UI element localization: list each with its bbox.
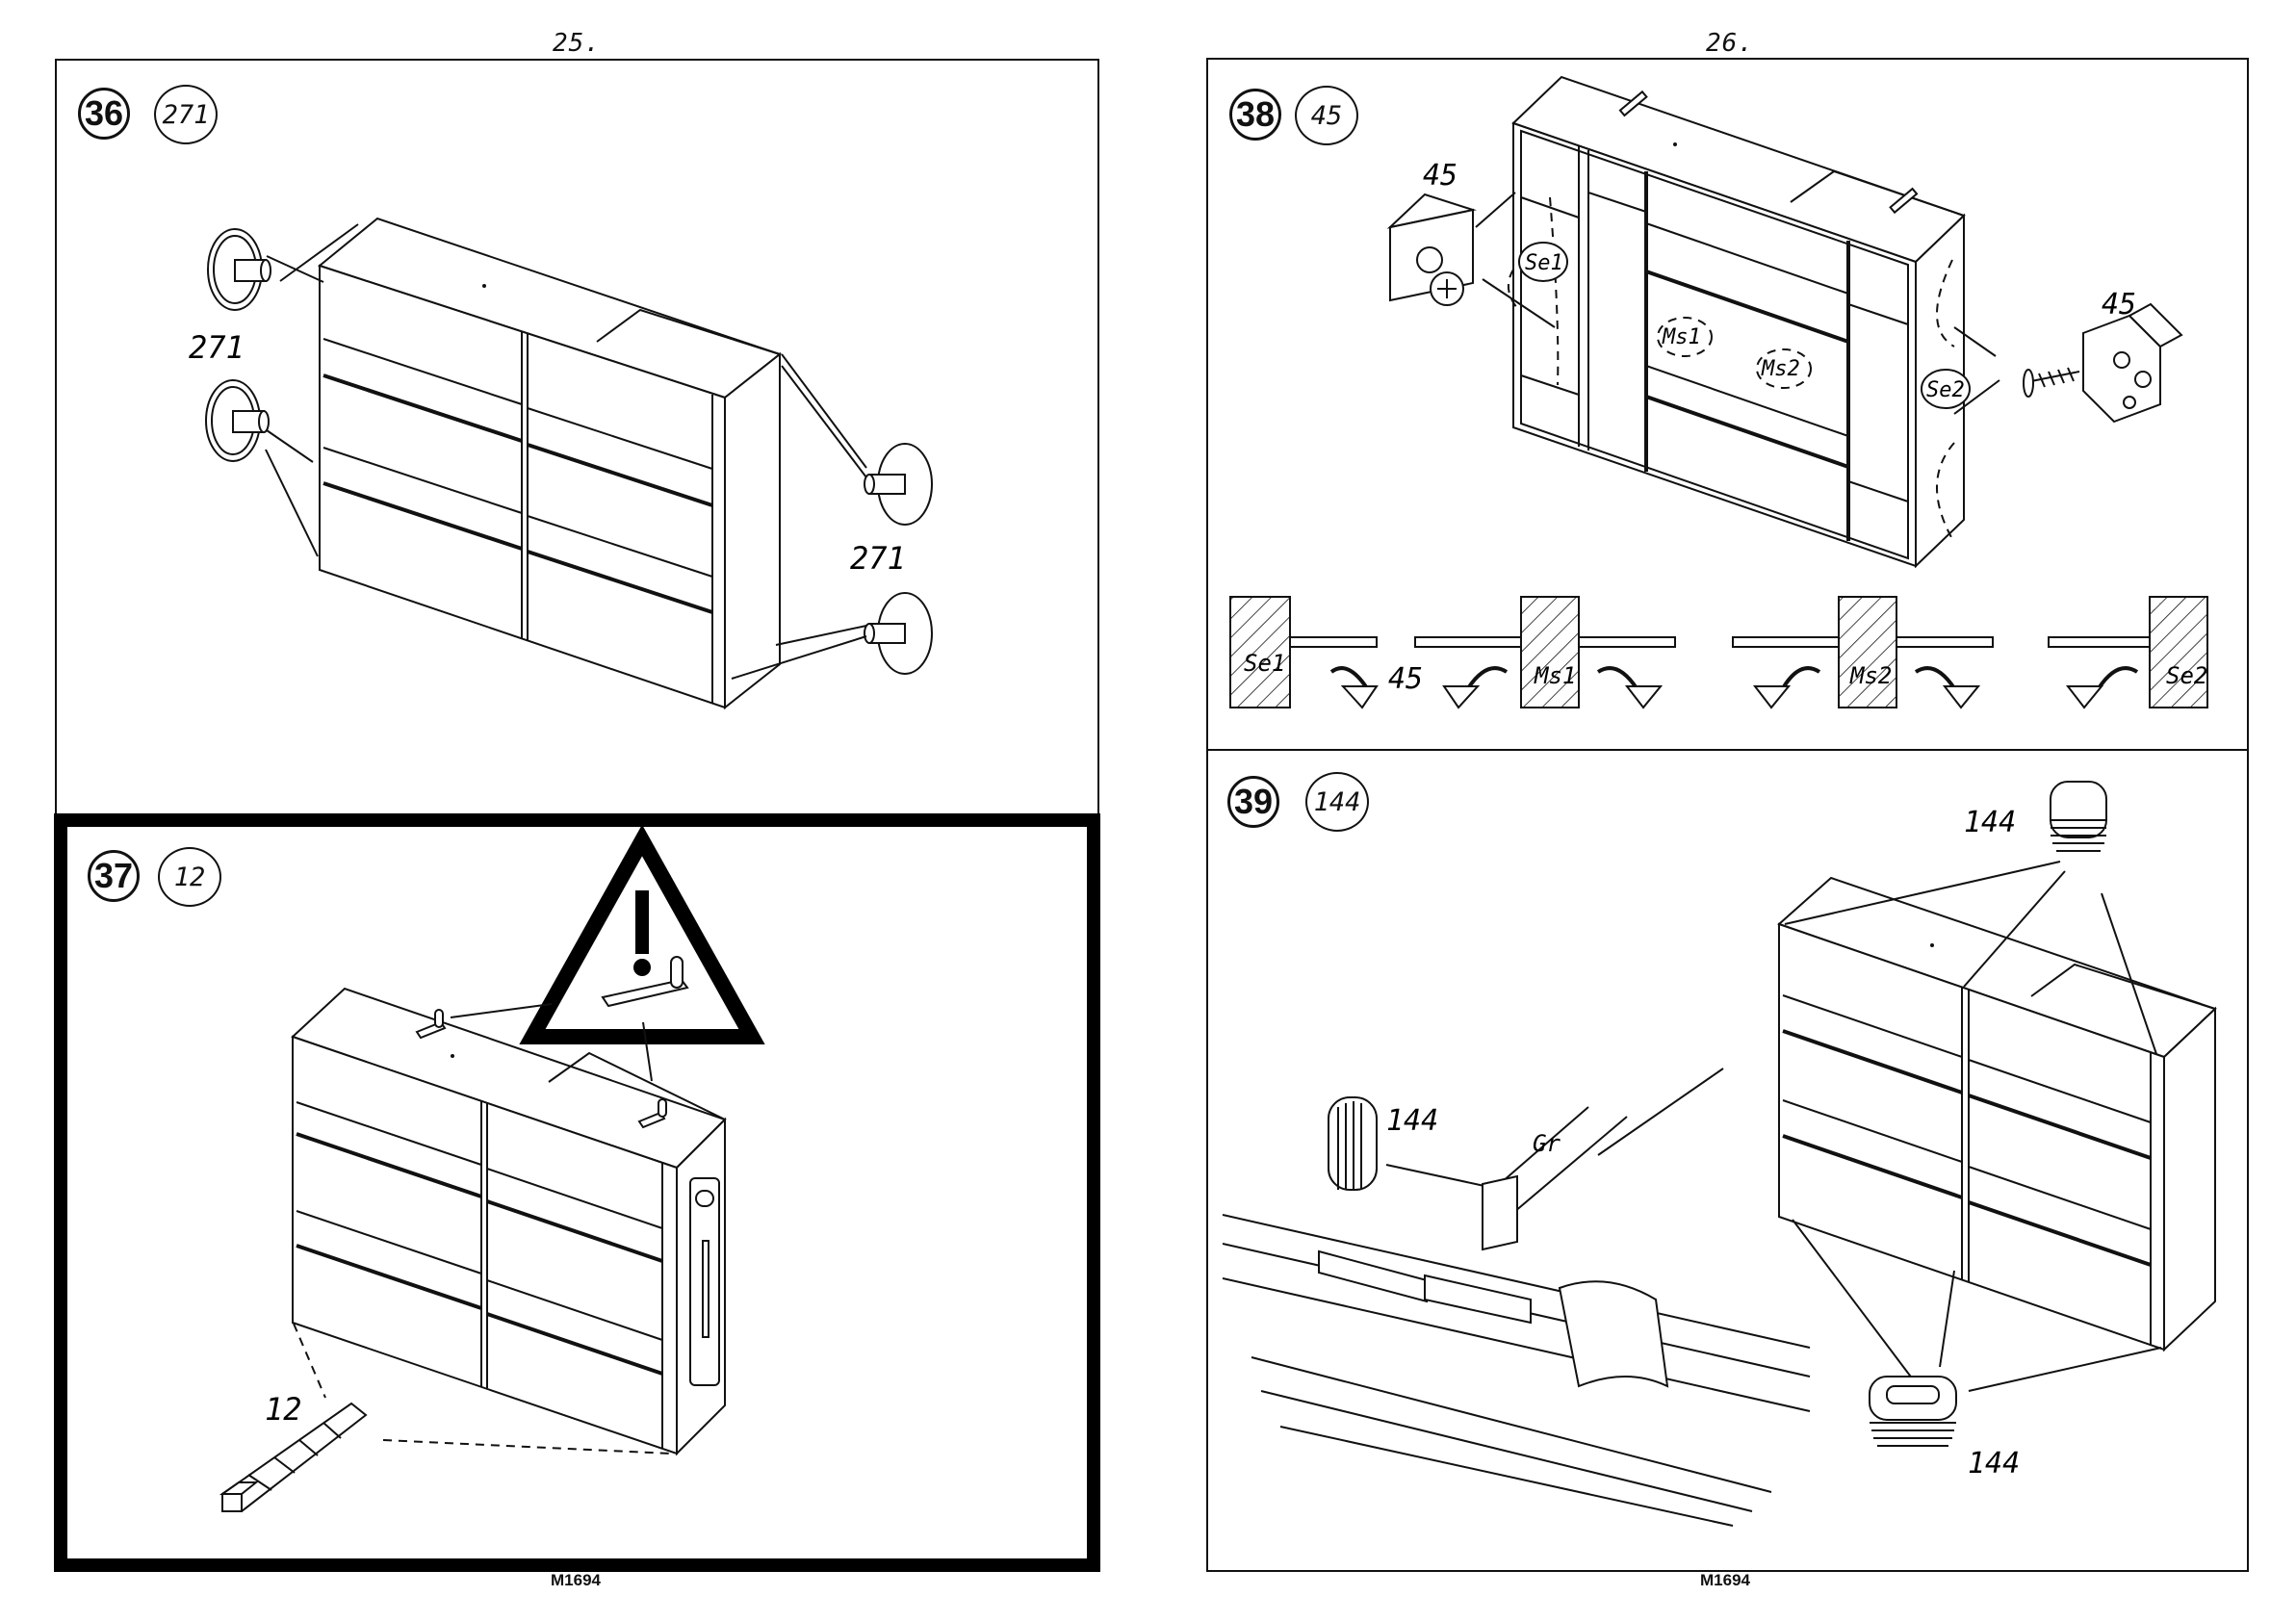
callout-label: 271 [189, 329, 245, 366]
callout-label: 45 [1423, 159, 1458, 193]
callout-label: 45 [1388, 662, 1423, 696]
rail-label: Gr [1533, 1130, 1561, 1157]
detail-label: Se1 [1244, 650, 1285, 677]
callout-label: 271 [850, 540, 906, 577]
step-36-wardrobe [320, 219, 780, 708]
rail-label: Ms2 [1761, 357, 1800, 381]
rail-cross-section-details [1230, 597, 2207, 708]
footer-code-left: M1694 [551, 1571, 601, 1590]
callout-label: 12 [265, 1391, 302, 1428]
rail-label: Ms1 [1662, 325, 1701, 349]
step-38-wardrobe [1476, 77, 1999, 566]
rail-label: Se1 [1525, 251, 1563, 275]
footer-code-right: M1694 [1700, 1571, 1750, 1590]
callout-label: 144 [1964, 806, 2016, 839]
callout-label: 144 [1386, 1104, 1438, 1138]
callout-label: 45 [2102, 288, 2136, 322]
warning-triangle-icon [532, 840, 752, 1037]
callout-label: 144 [1968, 1447, 2020, 1480]
detail-label: Se2 [2166, 662, 2207, 689]
rail-profile-icon [1223, 1068, 1810, 1526]
detail-label: Ms2 [1849, 662, 1892, 689]
step-37-wardrobe [293, 989, 725, 1454]
rail-label: Se2 [1926, 378, 1965, 402]
step-39-wardrobe [1779, 862, 2215, 1391]
detail-label: Ms1 [1534, 662, 1576, 689]
